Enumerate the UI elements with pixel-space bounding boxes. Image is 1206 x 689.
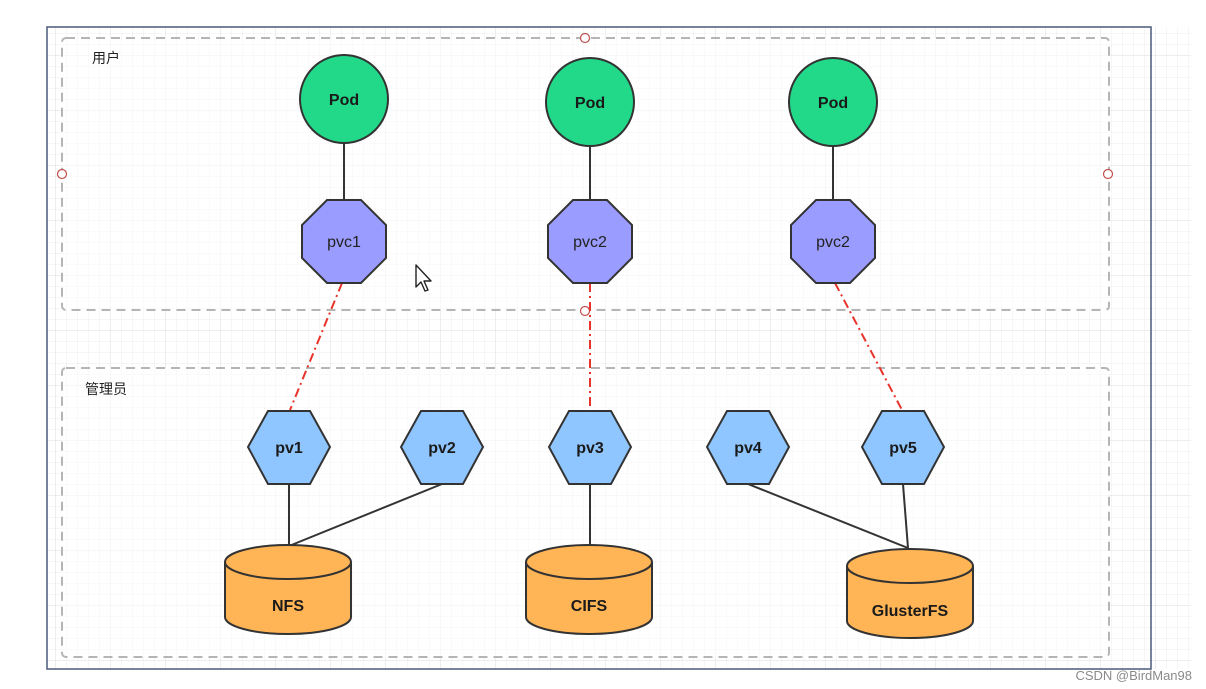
pod-label: Pod (329, 92, 359, 109)
mouse-pointer-icon (415, 264, 432, 292)
pvc-label: pvc2 (816, 234, 850, 251)
pv-label: pv1 (275, 440, 303, 457)
storage-node-cifs[interactable]: CIFS (525, 544, 653, 635)
binding-pvc1-pv1 (289, 282, 343, 411)
connector-pv2-nfs (288, 483, 443, 547)
connector-pv5-glusterfs (902, 483, 909, 549)
user-group-label: 用户 (92, 50, 120, 67)
pvc-node[interactable]: pvc1 (301, 199, 387, 284)
pod-node[interactable]: Pod (788, 57, 878, 147)
pod-label: Pod (818, 95, 848, 112)
pod-label: Pod (575, 95, 605, 112)
storage-node-glusterfs[interactable]: GlusterFS (846, 548, 974, 639)
selection-handle-bottom[interactable] (579, 305, 591, 317)
pod-node[interactable]: Pod (299, 54, 389, 144)
pv-label: pv2 (428, 440, 456, 457)
pv-node[interactable]: pv4 (705, 410, 791, 485)
binding-pvc3-pv5 (834, 282, 903, 411)
admin-group-label: 管理员 (85, 382, 127, 398)
canvas-frame (46, 26, 1152, 670)
selection-handle-left[interactable] (56, 168, 68, 180)
grid-background-right (1151, 27, 1191, 669)
pv-label: pv4 (734, 440, 762, 457)
selection-handle-top[interactable] (579, 32, 591, 44)
pvc-label: pvc2 (573, 234, 607, 251)
storage-node-nfs[interactable]: NFS (224, 544, 352, 635)
storage-label: GlusterFS (872, 603, 949, 620)
selection-handle-right[interactable] (1102, 168, 1114, 180)
pv-label: pv3 (576, 440, 604, 457)
pv-node[interactable]: pv3 (547, 410, 633, 485)
pod-node[interactable]: Pod (545, 57, 635, 147)
storage-label: NFS (272, 598, 304, 615)
connector-pv4-glusterfs (747, 483, 909, 549)
storage-label: CIFS (571, 598, 608, 615)
watermark: CSDN @BirdMan98 (1075, 668, 1192, 683)
pvc-node[interactable]: pvc2 (790, 199, 876, 284)
pvc-node[interactable]: pvc2 (547, 199, 633, 284)
pv-node[interactable]: pv2 (399, 410, 485, 485)
pv-label: pv5 (889, 440, 917, 457)
pv-node[interactable]: pv1 (246, 410, 332, 485)
pvc-label: pvc1 (327, 234, 361, 251)
pv-node[interactable]: pv5 (860, 410, 946, 485)
